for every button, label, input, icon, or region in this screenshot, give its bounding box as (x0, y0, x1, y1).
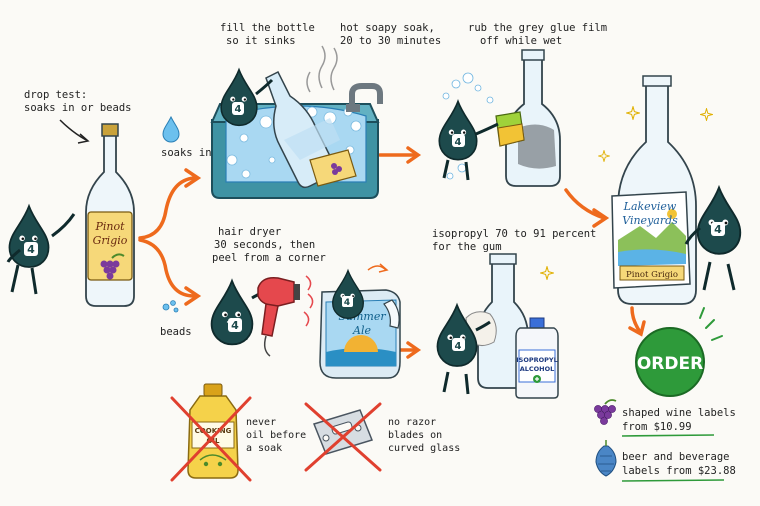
soak-drop-icon (162, 115, 180, 143)
sink-scene (210, 45, 383, 199)
mascot-number: 4 (344, 298, 350, 308)
drop-test-line-1: drop test: (24, 89, 88, 101)
promo-underline-2 (621, 479, 725, 482)
hot-soak-label: hot soapy soak, 20 to 30 minutes (340, 22, 441, 48)
never-oil-label: never oil before a soak (246, 416, 306, 455)
drop-test-label: drop test: soaks in or beads (24, 89, 131, 115)
mascot-sink: 4 (220, 68, 274, 127)
fill-bottle-line-2: so it sinks (226, 35, 296, 47)
promo-wine-line-2: from $10.99 (622, 421, 692, 433)
no-razor-line-2: blades on (388, 430, 443, 441)
hair-dryer-scene: 4 Summer Ale 4 (210, 263, 401, 379)
soaks-in-label: soaks in (161, 147, 212, 159)
order-button-label: ORDER (637, 354, 703, 374)
mascot-number: 4 (231, 319, 239, 332)
alcohol-label-line-1: ISOPROPYL (516, 356, 558, 364)
promo-beer-line-1: beer and beverage (622, 451, 730, 463)
razor-warning (313, 409, 373, 455)
rub-glue-label: rub the grey glue film off while wet (468, 22, 607, 48)
isopropyl-line-1: isopropyl 70 to 91 percent (432, 228, 597, 240)
hair-dryer-line-1: hair dryer (218, 226, 282, 238)
rub-scene: 4 (438, 49, 561, 187)
no-razor-line-3: curved glass (388, 443, 461, 454)
hair-dryer-line-3: peel from a corner (212, 252, 326, 264)
final-label-brand-2: Vineyards (622, 214, 678, 227)
alcohol-label-line-2: ALCOHOL (520, 365, 555, 373)
beads-label: beads (160, 326, 192, 338)
fill-bottle-line-1: fill the bottle (220, 22, 315, 34)
no-razor-label: no razor blades on curved glass (388, 416, 460, 455)
hair-dryer-label: hair dryer 30 seconds, then peel from a … (212, 226, 326, 265)
promo-beer-labels[interactable]: beer and beverage labels from $23.88 (622, 450, 736, 478)
mascot-number: 4 (455, 341, 462, 352)
isopropyl-scene: 4 ISOPROPYL ALCOHOL (436, 253, 559, 399)
hair-dryer-line-2: 30 seconds, then (214, 239, 316, 251)
no-razor-line-1: no razor (388, 417, 437, 428)
order-rays (699, 307, 723, 341)
never-oil-line-2: oil before (246, 430, 307, 441)
cooking-oil-warning: COOKING OIL (187, 383, 239, 479)
isopropyl-line-2: for the gum (432, 241, 502, 253)
promo-wine-labels[interactable]: shaped wine labels from $10.99 (622, 406, 736, 434)
final-label-variety: Pinot Grigio (626, 270, 678, 280)
fill-bottle-label: fill the bottle so it sinks (220, 22, 315, 48)
drop-test-line-2: soaks in or beads (24, 102, 132, 114)
hot-soak-line-1: hot soapy soak, (340, 22, 435, 34)
cross-out-icon (170, 396, 252, 482)
mascot-number: 4 (235, 104, 242, 115)
beer-label-line-2: Ale (352, 324, 371, 337)
bead-drops-icon (162, 300, 179, 313)
final-label-brand-1: Lakeview (623, 200, 677, 213)
oil-label-line-1: COOKING (195, 427, 232, 435)
order-button[interactable]: ORDER (635, 327, 705, 397)
mascot-number: 4 (714, 223, 722, 236)
promo-wine-line-1: shaped wine labels (622, 407, 736, 419)
hops-icon (595, 440, 617, 477)
mascot-start: 4 (6, 205, 76, 295)
promo-underline-1 (621, 434, 715, 437)
wine-label-line-2: Grigio (93, 234, 128, 247)
grapes-icon (594, 399, 617, 425)
never-oil-line-1: never (246, 417, 277, 428)
rub-glue-line-1: rub the grey glue film (468, 22, 608, 34)
wine-bottle-start: Pinot Grigio (85, 123, 135, 307)
never-oil-line-3: a soak (246, 443, 283, 454)
curly-arrow (59, 119, 87, 141)
wine-label-line-1: Pinot (94, 220, 125, 233)
cross-out-icon (304, 402, 382, 472)
hot-soak-line-2: 20 to 30 minutes (340, 35, 442, 47)
rub-glue-line-2: off while wet (480, 35, 563, 47)
mascot-number: 4 (455, 137, 462, 148)
mascot-number: 4 (27, 243, 35, 256)
final-bottle: Lakeview Vineyards Pinot Grigio 4 (598, 75, 742, 305)
promo-beer-line-2: labels from $23.88 (622, 465, 736, 477)
isopropyl-label: isopropyl 70 to 91 percent for the gum (432, 228, 596, 254)
